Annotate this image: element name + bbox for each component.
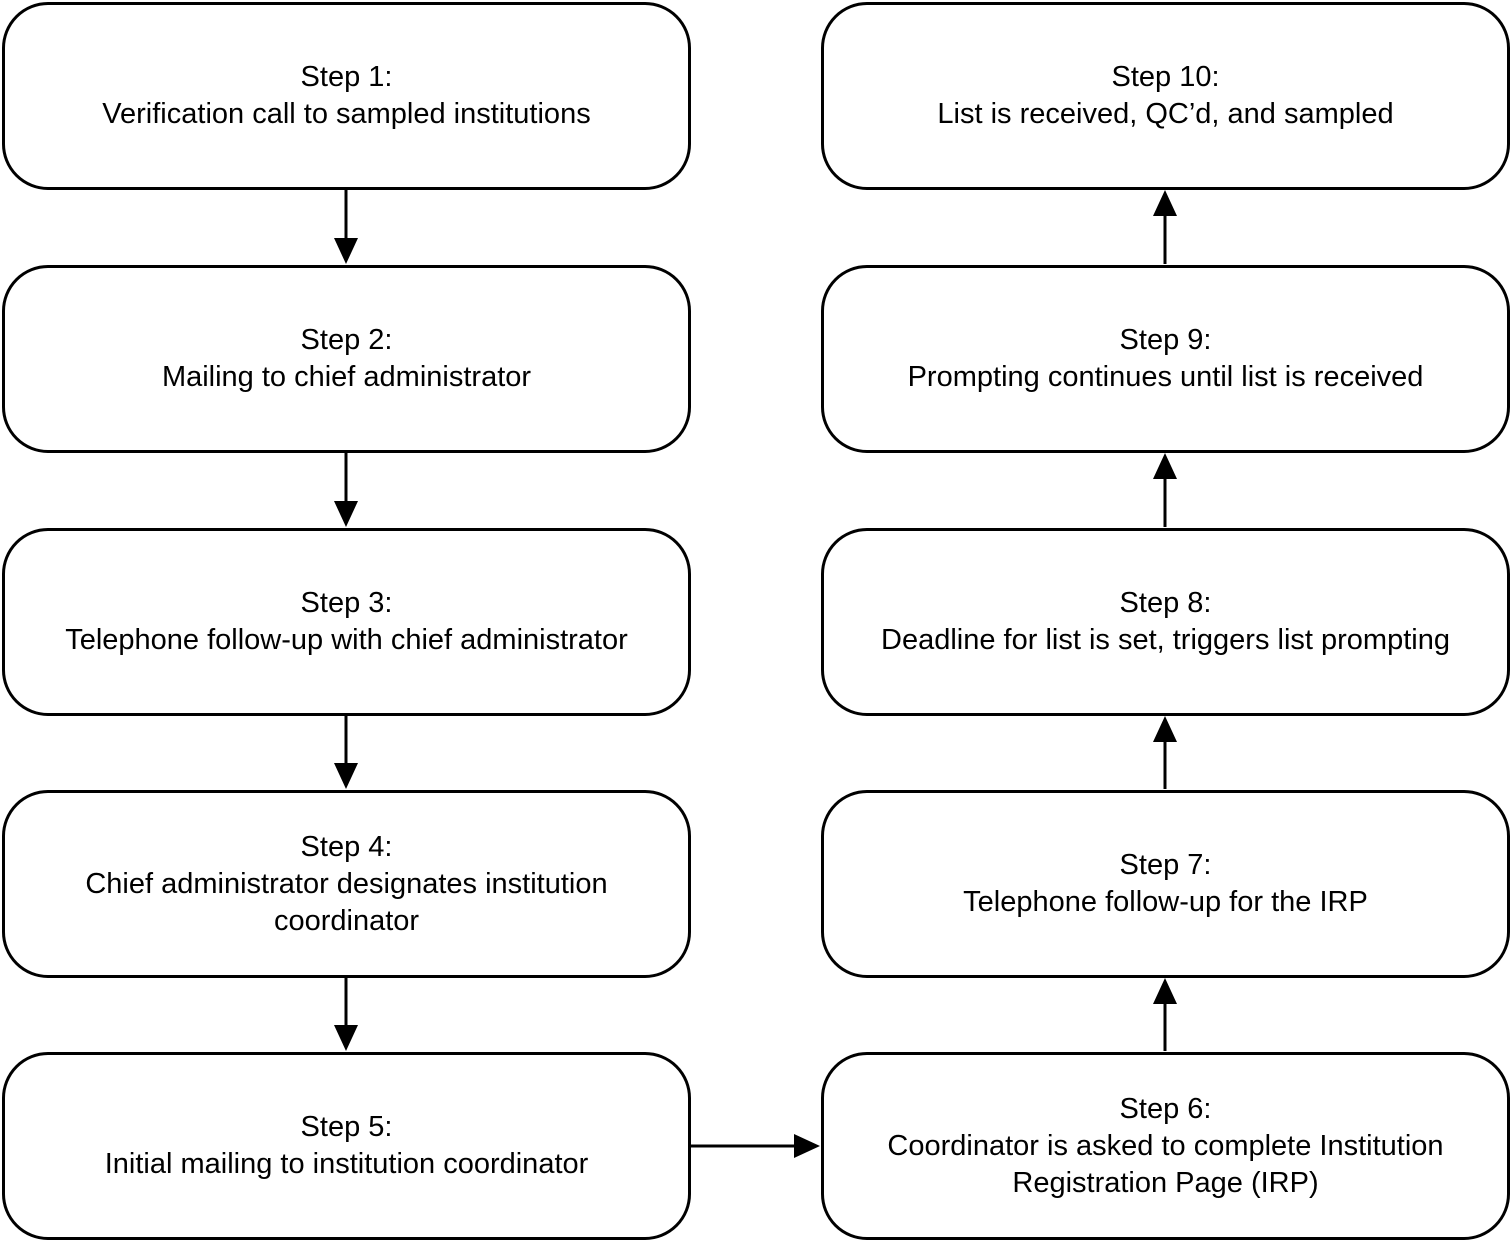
arrow-step1-to-step2 <box>334 190 358 264</box>
step-8-description: Deadline for list is set, triggers list … <box>881 624 1450 656</box>
step-2-title: Step 2: <box>300 324 393 356</box>
step-9-title: Step 9: <box>1119 324 1212 356</box>
step-4-text: Step 4: Chief administrator designates i… <box>5 829 688 940</box>
step-10-text: Step 10: List is received, QC’d, and sam… <box>824 59 1507 133</box>
step-1-title: Step 1: <box>300 61 393 93</box>
step-1-box: Step 1: Verification call to sampled ins… <box>2 2 691 190</box>
step-8-title: Step 8: <box>1119 587 1212 619</box>
step-5-title: Step 5: <box>300 1111 393 1143</box>
step-7-box: Step 7: Telephone follow-up for the IRP <box>821 790 1510 978</box>
step-7-text: Step 7: Telephone follow-up for the IRP <box>824 847 1507 921</box>
step-9-box: Step 9: Prompting continues until list i… <box>821 265 1510 453</box>
arrow-step5-to-step6 <box>691 1134 820 1158</box>
arrow-step2-to-step3 <box>334 453 358 527</box>
step-10-title: Step 10: <box>1111 61 1220 93</box>
arrow-step6-to-step7 <box>1153 978 1177 1051</box>
step-8-box: Step 8: Deadline for list is set, trigge… <box>821 528 1510 716</box>
arrow-step9-to-step10 <box>1153 190 1177 264</box>
arrow-step8-to-step9 <box>1153 453 1177 527</box>
step-8-text: Step 8: Deadline for list is set, trigge… <box>824 585 1507 659</box>
step-7-title: Step 7: <box>1119 849 1212 881</box>
step-4-description: Chief administrator designates instituti… <box>85 867 608 937</box>
step-9-description: Prompting continues until list is receiv… <box>907 361 1424 393</box>
step-4-box: Step 4: Chief administrator designates i… <box>2 790 691 978</box>
step-6-box: Step 6: Coordinator is asked to complete… <box>821 1052 1510 1240</box>
step-2-box: Step 2: Mailing to chief administrator <box>2 265 691 453</box>
step-4-title: Step 4: <box>300 830 393 863</box>
arrow-step7-to-step8 <box>1153 716 1177 789</box>
step-3-box: Step 3: Telephone follow-up with chief a… <box>2 528 691 716</box>
step-6-text: Step 6: Coordinator is asked to complete… <box>824 1091 1507 1202</box>
step-6-title: Step 6: <box>1119 1092 1212 1125</box>
step-3-title: Step 3: <box>300 587 393 619</box>
step-2-description: Mailing to chief administrator <box>161 361 532 393</box>
step-6-description: Coordinator is asked to complete Institu… <box>887 1129 1444 1199</box>
step-3-text: Step 3: Telephone follow-up with chief a… <box>5 585 688 659</box>
step-9-text: Step 9: Prompting continues until list i… <box>824 322 1507 396</box>
step-1-text: Step 1: Verification call to sampled ins… <box>5 59 688 133</box>
step-5-text: Step 5: Initial mailing to institution c… <box>5 1109 688 1183</box>
arrow-step4-to-step5 <box>334 978 358 1051</box>
step-10-box: Step 10: List is received, QC’d, and sam… <box>821 2 1510 190</box>
step-7-description: Telephone follow-up for the IRP <box>963 886 1368 918</box>
step-2-text: Step 2: Mailing to chief administrator <box>5 322 688 396</box>
step-10-description: List is received, QC’d, and sampled <box>937 98 1394 130</box>
step-3-description: Telephone follow-up with chief administr… <box>65 624 628 656</box>
arrow-step3-to-step4 <box>334 716 358 789</box>
step-5-box: Step 5: Initial mailing to institution c… <box>2 1052 691 1240</box>
step-5-description: Initial mailing to institution coordinat… <box>104 1148 589 1180</box>
step-1-description: Verification call to sampled institution… <box>102 98 591 130</box>
